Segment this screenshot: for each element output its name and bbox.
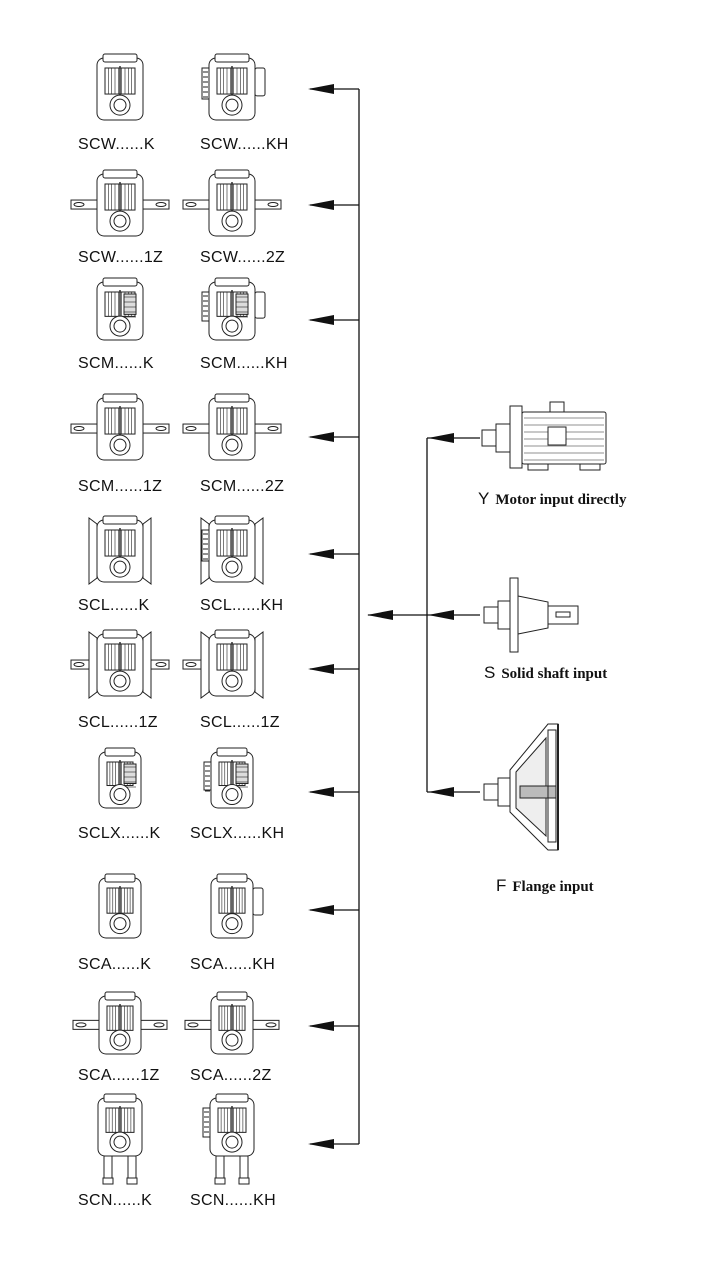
gearbox-drawing — [201, 277, 266, 341]
gearbox-drawing — [70, 169, 170, 237]
gearbox-drawing — [96, 53, 144, 121]
gearbox-drawing — [203, 747, 254, 809]
input-option-motor: Y Motor input directly — [478, 489, 626, 509]
gearbox-drawing — [96, 277, 144, 341]
variant-label-left: SCLX......K — [78, 825, 161, 842]
input-code: F — [496, 876, 507, 895]
gearbox-drawing — [182, 629, 264, 699]
variant-label-left: SCM......1Z — [78, 478, 163, 495]
gearbox-drawing — [184, 991, 280, 1055]
variant-label-left: SCL......K — [78, 597, 150, 614]
variant-label-left: SCM......K — [78, 355, 154, 372]
branch-arrow — [308, 549, 334, 559]
gearbox-drawing — [202, 1093, 255, 1185]
gearbox-drawing — [200, 515, 264, 585]
gearbox-drawing — [72, 991, 168, 1055]
variant-label-right: SCA......KH — [190, 956, 276, 973]
variant-label-right: SCA......2Z — [190, 1067, 272, 1084]
gearbox-drawing — [70, 393, 170, 461]
branch-arrow — [308, 1021, 334, 1031]
variant-label-left: SCA......K — [78, 956, 152, 973]
variant-label-right: SCL......1Z — [200, 714, 280, 731]
input-option-flange: F Flange input — [496, 876, 594, 896]
input-code: Y — [478, 489, 490, 508]
input-to-main-arrow — [367, 610, 393, 620]
branch-arrow — [308, 664, 334, 674]
input-label: Motor input directly — [495, 492, 627, 508]
variant-label-right: SCW......KH — [200, 136, 289, 153]
variant-label-right: SCM......2Z — [200, 478, 285, 495]
input-code: S — [484, 663, 496, 682]
motor-drawing — [481, 401, 607, 471]
input-label: Solid shaft input — [501, 666, 608, 682]
branch-arrow — [308, 315, 334, 325]
variant-label-left: SCL......1Z — [78, 714, 158, 731]
variant-label-left: SCN......K — [78, 1192, 153, 1209]
input-option-solid-shaft: S Solid shaft input — [484, 663, 607, 683]
input-label: Flange input — [512, 879, 594, 895]
input-branch-arrow — [428, 610, 454, 620]
variant-label-right: SCW......2Z — [200, 249, 286, 266]
branch-arrow — [308, 432, 334, 442]
variant-label-left: SCW......1Z — [78, 249, 164, 266]
gearbox-drawing — [201, 53, 266, 121]
gearbox-drawing — [98, 747, 142, 809]
connector-lines — [310, 88, 480, 1145]
branch-arrow — [308, 787, 334, 797]
variant-label-right: SCN......KH — [190, 1192, 276, 1209]
connector-arrows — [308, 84, 454, 1149]
variant-label-right: SCLX......KH — [190, 825, 285, 842]
gearbox-drawing — [182, 169, 282, 237]
input-branch-arrow — [428, 787, 454, 797]
branch-arrow — [308, 200, 334, 210]
variant-label-left: SCA......1Z — [78, 1067, 160, 1084]
input-branch-arrow — [428, 433, 454, 443]
variant-label-right: SCM......KH — [200, 355, 288, 372]
gearbox-drawing — [210, 873, 264, 939]
gearbox-drawing — [70, 629, 170, 699]
gearbox-drawing — [98, 873, 142, 939]
solid-shaft-drawing — [483, 577, 579, 653]
variant-label-right: SCL......KH — [200, 597, 284, 614]
gearbox-drawings — [70, 53, 282, 1185]
flange-drawing — [483, 723, 559, 851]
branch-arrow — [308, 1139, 334, 1149]
gearbox-drawing — [88, 515, 152, 585]
variant-label-left: SCW......K — [78, 136, 155, 153]
gearbox-drawing — [182, 393, 282, 461]
branch-arrow — [308, 84, 334, 94]
input-drawings — [481, 401, 607, 851]
gearbox-drawing — [97, 1093, 143, 1185]
branch-arrow — [308, 905, 334, 915]
